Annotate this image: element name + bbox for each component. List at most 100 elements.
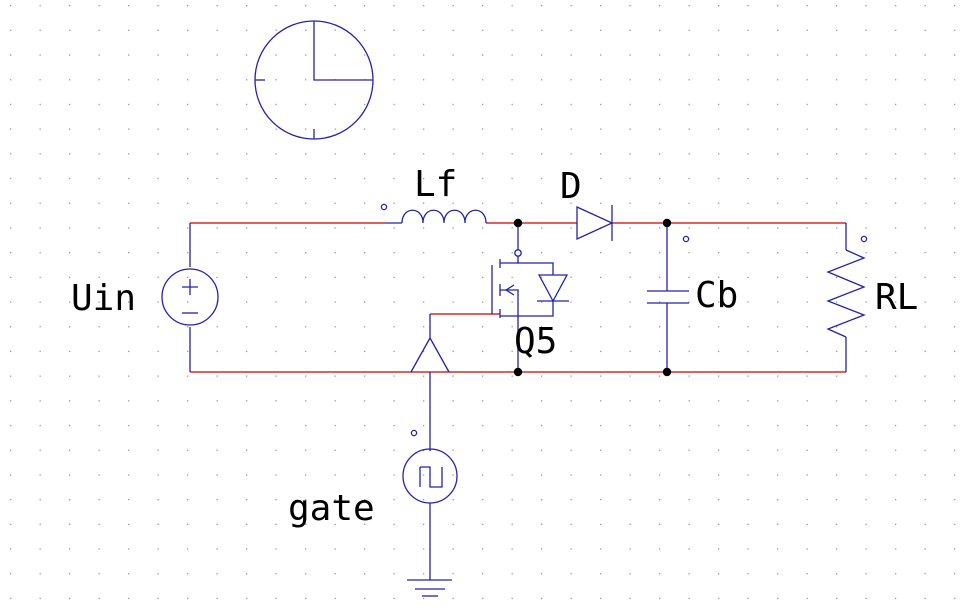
grid-dot [600,79,602,81]
grid-dot [865,252,867,254]
grid-dot [806,474,808,476]
grid-dot [275,79,277,81]
square-wave-source-gate[interactable] [402,372,458,580]
grid-dot [600,177,602,180]
grid-dot [128,326,130,328]
grid-dot [865,276,867,278]
grid-dot [364,153,366,155]
grid-dot [423,499,425,501]
grid-dot [216,128,218,130]
grid-dot [541,523,543,525]
grid-dot [364,573,366,575]
grid-dot [688,177,690,180]
grid-dot [688,326,690,328]
grid-dot [157,573,159,575]
grid-dot [275,375,277,377]
grid-dot [865,153,867,155]
grid-dot [541,276,543,278]
grid-dot [364,400,366,402]
grid-dot [777,29,779,31]
grid-dot [482,449,484,451]
grid-dot [511,326,513,328]
grid-dot [836,54,838,56]
grid-dot [924,103,926,106]
grid-dot [688,301,690,303]
grid-dot [452,597,454,600]
grid-dot [541,350,543,353]
grid-dot [452,400,454,402]
grid-dot [777,227,779,229]
grid-dot [246,5,248,7]
grid-dot [246,301,248,303]
grid-dot [98,29,100,31]
grid-dot [423,548,425,550]
grid-dot [334,202,336,204]
grid-dot [954,227,956,229]
grid-dot [806,548,808,550]
grid-dot [924,54,926,56]
grid-dot [718,5,720,7]
grid-dot [806,276,808,278]
grid-dot [954,128,956,130]
grid-dot [128,449,130,451]
grid-dot [570,474,572,476]
grid-dot [364,276,366,278]
grid-dot [688,597,690,600]
mosfet-q5[interactable] [491,223,569,372]
grid-dot [747,326,749,328]
grid-dot [216,573,218,575]
grid-dot [895,5,897,7]
inductor-lf[interactable] [380,203,487,224]
grid-dot [423,5,425,7]
grid-dot [393,29,395,31]
grid-dot [895,499,897,501]
diode-d[interactable] [576,205,614,241]
grid-dot [747,523,749,525]
grid-dot [629,128,631,130]
grid-dot [895,400,897,402]
grid-dot [39,177,41,180]
grid-dot [924,350,926,353]
grid-dot [216,499,218,501]
grid-dot [924,177,926,180]
junction-nodes [513,218,672,377]
grid-dot [600,29,602,31]
grid-dot [511,597,513,600]
grid-dot [69,79,71,81]
grid-dot [806,523,808,525]
resistor-rl[interactable] [826,223,868,372]
grid-dot [246,474,248,476]
grid-dot [364,301,366,303]
grid-dot [777,573,779,575]
grid-dot [836,5,838,7]
grid-dot [924,499,926,501]
grid-dot [688,79,690,81]
label-d: D [560,166,582,207]
grid-dot [98,276,100,278]
grid-dot [570,499,572,501]
grid-dot [659,252,661,254]
grid-dot [482,597,484,600]
grid-dot [777,79,779,81]
grid-dot [128,252,130,254]
grid-dot [187,54,189,56]
node-cap-bottom [662,367,672,377]
grid-dot [10,5,12,7]
grid-dot [600,499,602,501]
grid-dot [629,54,631,56]
grid-dot [482,424,484,427]
capacitor-cb[interactable] [647,223,690,372]
grid-dot [128,350,130,353]
clock-icon [254,20,374,140]
grid-dot [246,449,248,451]
grid-dot [836,523,838,525]
grid-dot [600,103,602,106]
grid-dot [364,54,366,56]
grid-dot [806,252,808,254]
grid-dot [865,350,867,353]
grid-dot [511,227,513,229]
dc-source-uin[interactable] [161,223,219,372]
grid-dot [452,177,454,180]
grid-dot [570,301,572,303]
gate-driver-triangle[interactable] [410,314,450,373]
